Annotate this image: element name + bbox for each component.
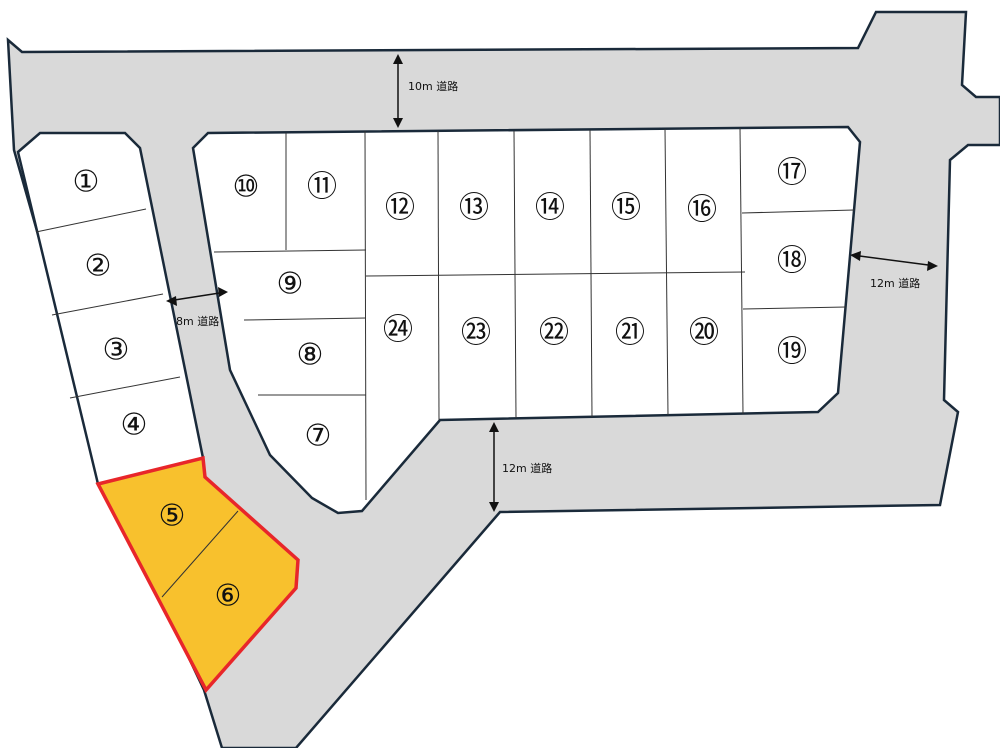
lot-label-14: ⑭ bbox=[535, 191, 565, 226]
lot-label-11: ⑪ bbox=[307, 170, 337, 205]
lot-label-22: ㉒ bbox=[539, 316, 569, 351]
lot-label-9: ⑨ bbox=[277, 267, 304, 302]
lot-label-19: ⑲ bbox=[777, 335, 807, 370]
lot-label-13: ⑬ bbox=[459, 191, 489, 226]
lot-label-8: ⑧ bbox=[297, 338, 324, 373]
lot-label-2: ② bbox=[85, 249, 112, 284]
lot-label-12: ⑫ bbox=[385, 191, 415, 226]
road-label-north: 10m 道路 bbox=[408, 79, 458, 93]
lot-label-7: ⑦ bbox=[305, 419, 332, 454]
road-east-annotation: 12m 道路 bbox=[850, 251, 938, 290]
road-label-east: 12m 道路 bbox=[870, 276, 920, 290]
lot-label-5: ⑤ bbox=[159, 499, 186, 534]
lot-label-21: ㉑ bbox=[615, 316, 645, 351]
road-label-west: 8m 道路 bbox=[176, 314, 219, 328]
road-north-annotation: 10m 道路 bbox=[393, 54, 458, 128]
lot-label-4: ④ bbox=[121, 408, 148, 443]
lot-label-20: ⑳ bbox=[689, 316, 719, 351]
lot-label-24: ㉔ bbox=[383, 313, 413, 348]
lot-labels: ① ② ③ ④ ⑤ ⑥ ⑦ ⑧ ⑨ ⑩ ⑪ ⑫ ⑬ ⑭ ⑮ ⑯ ⑰ ⑱ ⑲ ⑳ ㉑ ㉒ ㉓ ㉔ bbox=[73, 156, 807, 614]
lot-label-17: ⑰ bbox=[777, 156, 807, 191]
road-west-annotation: 8m 道路 bbox=[166, 287, 228, 328]
lot-label-18: ⑱ bbox=[777, 244, 807, 279]
road-label-south: 12m 道路 bbox=[502, 461, 552, 475]
highlighted-lots-5-6 bbox=[95, 455, 300, 694]
lot-label-23: ㉓ bbox=[461, 316, 491, 351]
lot-label-3: ③ bbox=[103, 333, 130, 368]
west-block bbox=[16, 131, 300, 694]
lot-label-10: ⑩ bbox=[233, 170, 260, 205]
lot-label-6: ⑥ bbox=[215, 579, 242, 614]
main-block bbox=[191, 125, 862, 515]
main-block-outline bbox=[191, 125, 862, 515]
lot-label-1: ① bbox=[73, 165, 100, 200]
lot-label-16: ⑯ bbox=[687, 193, 717, 228]
lot-label-15: ⑮ bbox=[611, 191, 641, 226]
road-south-annotation: 12m 道路 bbox=[489, 422, 552, 512]
